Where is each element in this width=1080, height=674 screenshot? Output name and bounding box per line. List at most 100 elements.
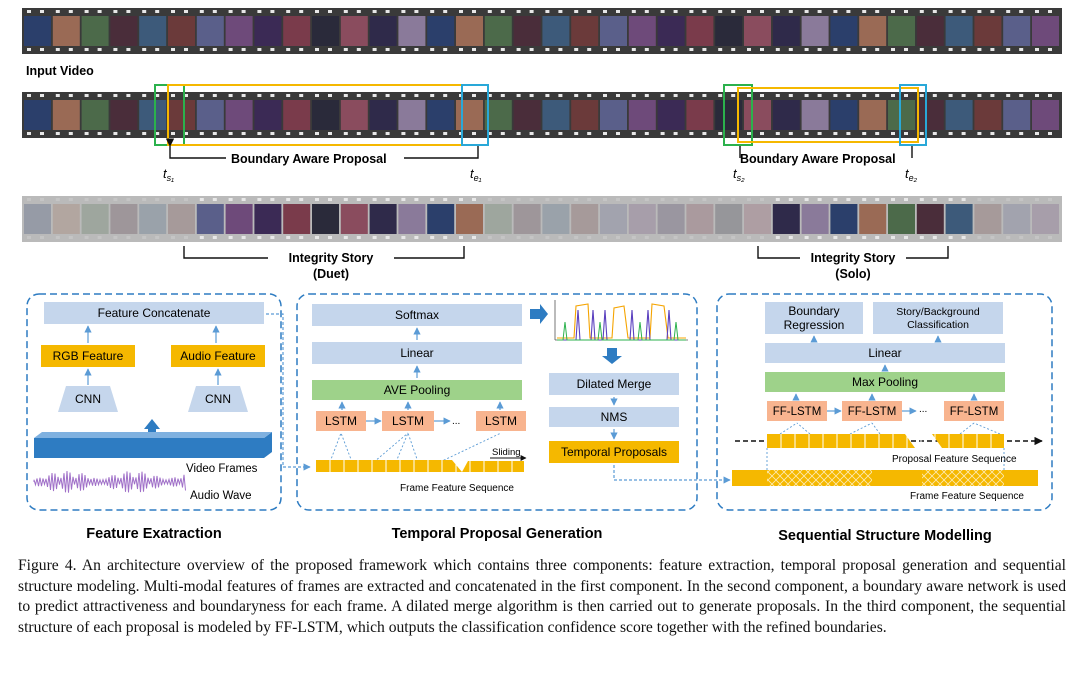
film-sprocket [472, 10, 476, 13]
film-sprocket [68, 10, 73, 13]
film-sprocket [299, 10, 304, 13]
film-sprocket [212, 10, 217, 13]
film-sprocket [401, 48, 406, 51]
film-sprocket [833, 236, 838, 239]
film-sprocket [846, 94, 851, 97]
film-sprocket [487, 236, 492, 239]
film-sprocket [702, 236, 707, 239]
film-sprocket [97, 94, 102, 97]
film-frame [888, 100, 915, 130]
dilated-merge-label: Dilated Merge [577, 377, 652, 391]
film-sprocket [27, 94, 31, 97]
film-sprocket [718, 10, 723, 13]
film-sprocket [804, 198, 809, 201]
film-frame [81, 16, 109, 46]
film-sprocket [55, 94, 60, 97]
boundary-regression-line2: Regression [784, 318, 845, 332]
lstm-label-2: LSTM [392, 414, 424, 428]
film-sprocket [487, 132, 492, 135]
film-sprocket [97, 198, 102, 201]
film-frame [945, 16, 973, 46]
film-frame [312, 204, 339, 234]
film-sprocket [919, 198, 924, 201]
film-sprocket [788, 48, 793, 51]
film-sprocket [516, 10, 521, 13]
score-plot [554, 300, 688, 341]
film-sprocket [516, 48, 521, 51]
film-sprocket [631, 198, 636, 201]
film-sprocket [500, 198, 505, 201]
film-strip-input [22, 8, 1062, 54]
film-sprocket [155, 132, 160, 135]
film-sprocket [948, 198, 953, 201]
film-sprocket [875, 10, 880, 13]
film-sprocket [171, 94, 175, 97]
film-sprocket [155, 236, 160, 239]
film-sprocket [1048, 94, 1052, 97]
film-sprocket [574, 198, 579, 201]
film-sprocket [631, 94, 636, 97]
connector-fe-tpg [266, 313, 311, 471]
film-frame [686, 100, 714, 130]
film-sprocket [961, 236, 966, 239]
film-frame [24, 100, 51, 130]
film-sprocket [97, 48, 102, 51]
film-sprocket [199, 132, 204, 135]
film-frame [657, 100, 685, 130]
film-sprocket [516, 94, 521, 97]
film-frame [657, 204, 685, 234]
film-sprocket [788, 198, 793, 201]
film-sprocket [932, 94, 937, 97]
film-frame [283, 16, 311, 46]
film-frame [312, 16, 339, 46]
film-sprocket [875, 236, 880, 239]
film-frame [52, 204, 80, 234]
film-sprocket [27, 10, 31, 13]
film-sprocket [673, 236, 678, 239]
film-sprocket [343, 236, 348, 239]
film-sprocket [1019, 132, 1024, 135]
film-sprocket [875, 132, 880, 135]
film-frame [888, 204, 915, 234]
film-sprocket [660, 132, 665, 135]
film-sprocket [689, 198, 694, 201]
boundary-regression-box [765, 302, 863, 334]
film-sprocket [516, 198, 521, 201]
film-frame [398, 204, 426, 234]
film-sprocket [1006, 236, 1011, 239]
film-sprocket [385, 132, 390, 135]
film-sprocket [142, 94, 147, 97]
film-sprocket [299, 132, 304, 135]
film-frame [1003, 204, 1031, 234]
film-sprocket [113, 236, 118, 239]
film-sprocket [142, 236, 147, 239]
film-sprocket [804, 94, 809, 97]
film-frame [859, 100, 887, 130]
film-sprocket [27, 198, 31, 201]
rgb-feature-label: RGB Feature [53, 349, 124, 363]
film-frame [744, 100, 771, 130]
film-sprocket [833, 10, 838, 13]
film-sprocket [228, 236, 233, 239]
film-frame [427, 100, 455, 130]
film-sprocket [84, 94, 89, 97]
film-sprocket [932, 10, 937, 13]
film-sprocket [126, 10, 131, 13]
film-frame [340, 16, 368, 46]
film-sprocket [241, 132, 246, 135]
lstm-cell-1 [316, 411, 366, 431]
film-sprocket [1048, 236, 1052, 239]
film-sprocket [199, 10, 204, 13]
film-sprocket [257, 198, 262, 201]
film-frame [628, 16, 656, 46]
film-sprocket [1048, 132, 1052, 135]
sequential-structure-title: Sequential Structure Modelling [778, 528, 992, 544]
film-sprocket [891, 48, 895, 51]
film-sprocket [199, 48, 204, 51]
film-sprocket [299, 48, 304, 51]
film-sprocket [472, 198, 476, 201]
architecture-figure: Input Video Boundary Aware Proposal Boun… [22, 8, 1062, 544]
film-sprocket [212, 48, 217, 51]
film-sprocket [718, 236, 723, 239]
film-sprocket [126, 132, 131, 135]
